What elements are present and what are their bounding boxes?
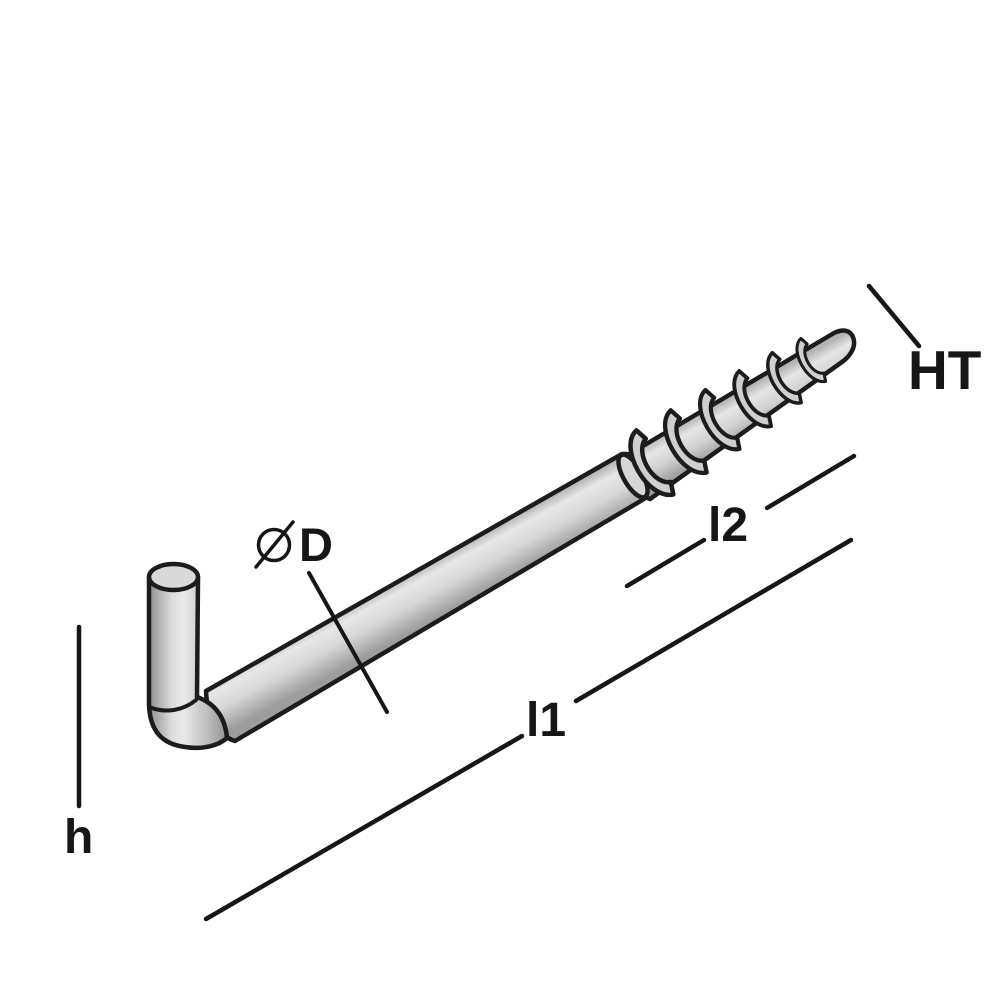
post-bend-seam-line	[147, 698, 198, 713]
thread-ridge	[732, 369, 773, 429]
dimension-h: h	[64, 624, 93, 864]
dimension-l1: l1	[203, 537, 854, 922]
ht-label: HT	[908, 339, 981, 401]
dimension-l2: l2	[624, 453, 857, 589]
hook-post-and-bend	[146, 574, 230, 751]
screw-core	[623, 328, 857, 502]
post-top-face	[146, 561, 201, 593]
thread-ridge	[795, 336, 828, 383]
h-label: h	[64, 811, 93, 864]
dimension-ht: HT	[866, 283, 981, 401]
diameter-symbol-slash	[254, 520, 295, 569]
l1-dimension-line-right	[573, 537, 854, 704]
l1-dimension-line-left	[203, 733, 525, 922]
ht-leader-line	[866, 283, 922, 349]
l2-dimension-line-right	[764, 453, 857, 511]
l2-dimension-line-left	[624, 537, 707, 589]
screw-hook-illustration	[146, 328, 857, 751]
thread-ridge	[698, 387, 742, 452]
thread-ridges	[628, 336, 828, 497]
l2-label: l2	[708, 499, 748, 552]
dimension-diameter: D	[254, 518, 389, 714]
thread-ridge	[766, 350, 803, 405]
diameter-label: D	[299, 518, 333, 571]
l1-label: l1	[526, 694, 566, 747]
thread-ridge	[663, 408, 709, 475]
thread-ridge	[628, 428, 676, 497]
diameter-symbol-icon	[254, 520, 295, 569]
diameter-leader-line	[307, 571, 389, 714]
diameter-symbol-circle	[256, 527, 292, 563]
